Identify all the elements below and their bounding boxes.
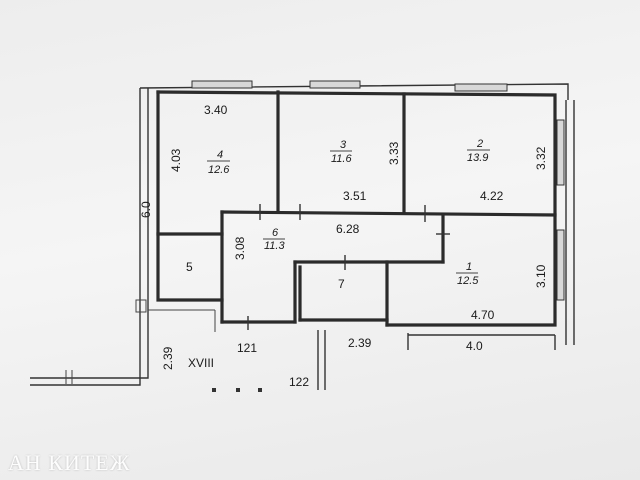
room-2-number: 2 bbox=[476, 138, 483, 150]
dim-room1-width: 4.70 bbox=[471, 308, 495, 322]
room-5-number: 5 bbox=[186, 260, 193, 274]
room-1-number: 1 bbox=[466, 261, 472, 273]
dim-room4-height: 4.03 bbox=[169, 148, 183, 172]
dim-overall-height: 6.0 bbox=[139, 201, 153, 218]
room-3-label: 3 11.6 bbox=[330, 139, 352, 165]
room-6-area: 11.3 bbox=[264, 240, 285, 252]
dim-room2-width: 4.22 bbox=[480, 189, 504, 203]
room-7-number: 7 bbox=[338, 277, 345, 291]
dim-lower-right: 4.0 bbox=[466, 339, 483, 353]
dim-room4-width: 3.40 bbox=[204, 103, 228, 117]
room-6-number: 6 bbox=[272, 227, 279, 239]
watermark: АН КИТЕЖ bbox=[8, 450, 131, 475]
room-1-area: 12.5 bbox=[457, 275, 479, 287]
windows bbox=[191, 80, 565, 301]
room-2-label: 2 13.9 bbox=[467, 138, 490, 164]
dim-lower-mid: 2.39 bbox=[348, 336, 372, 350]
dim-lower-left: 2.39 bbox=[161, 346, 175, 370]
apartment-walls bbox=[156, 90, 557, 330]
room-4-number: 4 bbox=[217, 149, 223, 161]
dim-room6-height: 3.08 bbox=[233, 236, 247, 260]
unit-122-label: 122 bbox=[289, 375, 309, 389]
room-4-area: 12.6 bbox=[208, 164, 230, 176]
room-1-label: 1 12.5 bbox=[456, 261, 479, 287]
room-3-area: 11.6 bbox=[331, 153, 352, 165]
section-label: XVIII bbox=[188, 356, 214, 370]
dim-room1-height: 3.10 bbox=[534, 264, 548, 288]
room-4-label: 4 12.6 bbox=[207, 149, 230, 176]
building-contour bbox=[30, 83, 575, 390]
room-6-label: 6 11.3 bbox=[263, 227, 285, 252]
room-3-number: 3 bbox=[340, 139, 347, 151]
stair-marks bbox=[212, 388, 262, 392]
room-2-area: 13.9 bbox=[467, 152, 488, 164]
unit-121-label: 121 bbox=[237, 341, 257, 355]
dim-room3-width: 3.51 bbox=[343, 189, 367, 203]
dim-room6-width: 6.28 bbox=[336, 222, 360, 236]
dim-room3-height: 3.33 bbox=[387, 141, 401, 165]
dim-room2-height: 3.32 bbox=[534, 146, 548, 170]
